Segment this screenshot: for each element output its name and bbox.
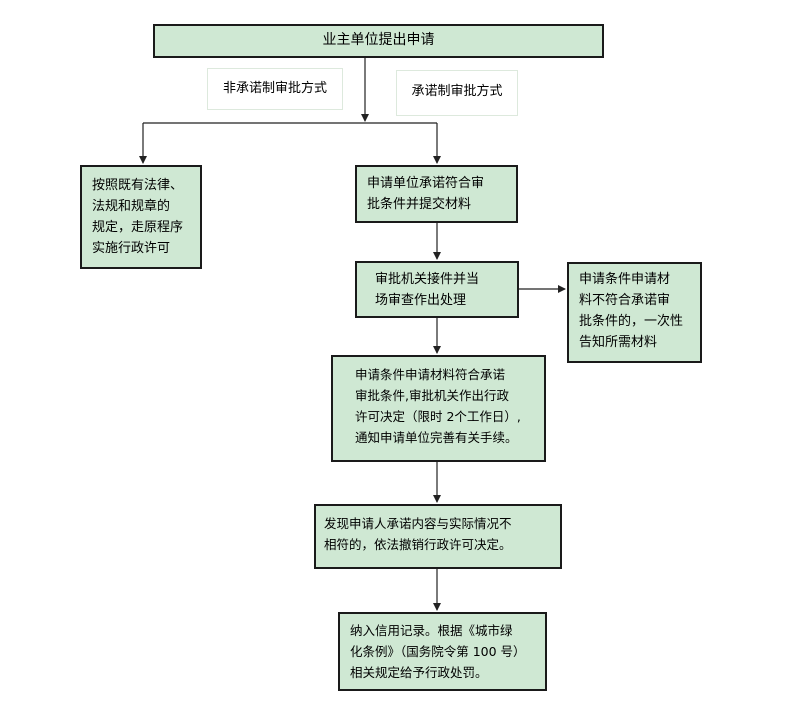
edge-label-non-commit: 非承诺制审批方式: [207, 68, 343, 110]
edge-label-commit: 承诺制审批方式: [396, 70, 518, 116]
node-top-application: 业主单位提出申请: [153, 24, 604, 58]
node-reject-notify: 申请条件申请材 料不符合承诺审 批条件的，一次性 告知所需材料: [567, 262, 702, 363]
node-revoke-decision: 发现申请人承诺内容与实际情况不 相符的，依法撤销行政许可决定。: [314, 504, 562, 569]
node-approve-decision: 申请条件申请材料符合承诺 审批条件,审批机关作出行政 许可决定（限时 2个工作日…: [331, 355, 546, 462]
node-top-line: 业主单位提出申请: [322, 32, 435, 48]
node-credit-record: 纳入信用记录。根据《城市绿 化条例》（国务院令第 100 号） 相关规定给予行政…: [338, 612, 547, 691]
node-commit-submit: 申请单位承诺符合审 批条件并提交材料: [355, 165, 518, 223]
node-original-procedure: 按照既有法律、 法规和规章的 规定，走原程序 实施行政许可: [80, 165, 202, 269]
node-review: 审批机关接件并当 场审查作出处理: [355, 261, 519, 318]
